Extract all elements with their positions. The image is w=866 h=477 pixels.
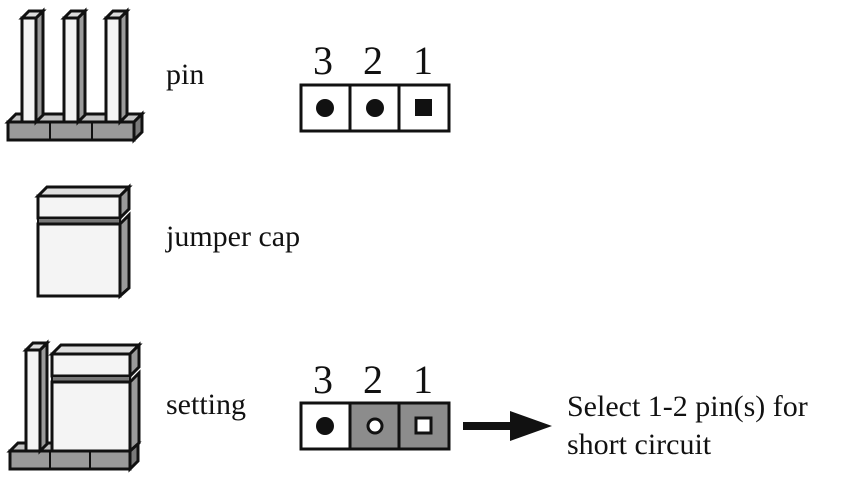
setting-pin-1-square bbox=[414, 416, 433, 435]
jumper-cap-icon bbox=[34, 183, 133, 300]
pin-1-square bbox=[415, 99, 432, 116]
setting-number-1: 1 bbox=[413, 357, 433, 402]
setting-pin-3-dot bbox=[316, 417, 334, 435]
setting-schematic bbox=[299, 401, 451, 451]
pin-label: pin bbox=[166, 58, 205, 91]
jumper-cap-label: jumper cap bbox=[166, 220, 301, 253]
setting-number-2: 2 bbox=[363, 357, 383, 402]
pin-3-dot bbox=[316, 99, 334, 117]
setting-number-3: 3 bbox=[313, 357, 333, 402]
setting-description-line2: short circuit bbox=[567, 428, 712, 461]
pin-schematic bbox=[299, 83, 451, 133]
setting-label: setting bbox=[166, 388, 246, 421]
pin-2-dot bbox=[366, 99, 384, 117]
pin-header-icon bbox=[4, 7, 146, 144]
pin-number-2: 2 bbox=[363, 38, 383, 83]
setting-pin-2-ring bbox=[366, 417, 384, 435]
arrow-icon bbox=[463, 411, 552, 441]
setting-icon bbox=[6, 339, 143, 473]
pin-number-3: 3 bbox=[313, 38, 333, 83]
setting-description-line1: Select 1-2 pin(s) for bbox=[567, 390, 808, 423]
pin-number-1: 1 bbox=[413, 38, 433, 83]
